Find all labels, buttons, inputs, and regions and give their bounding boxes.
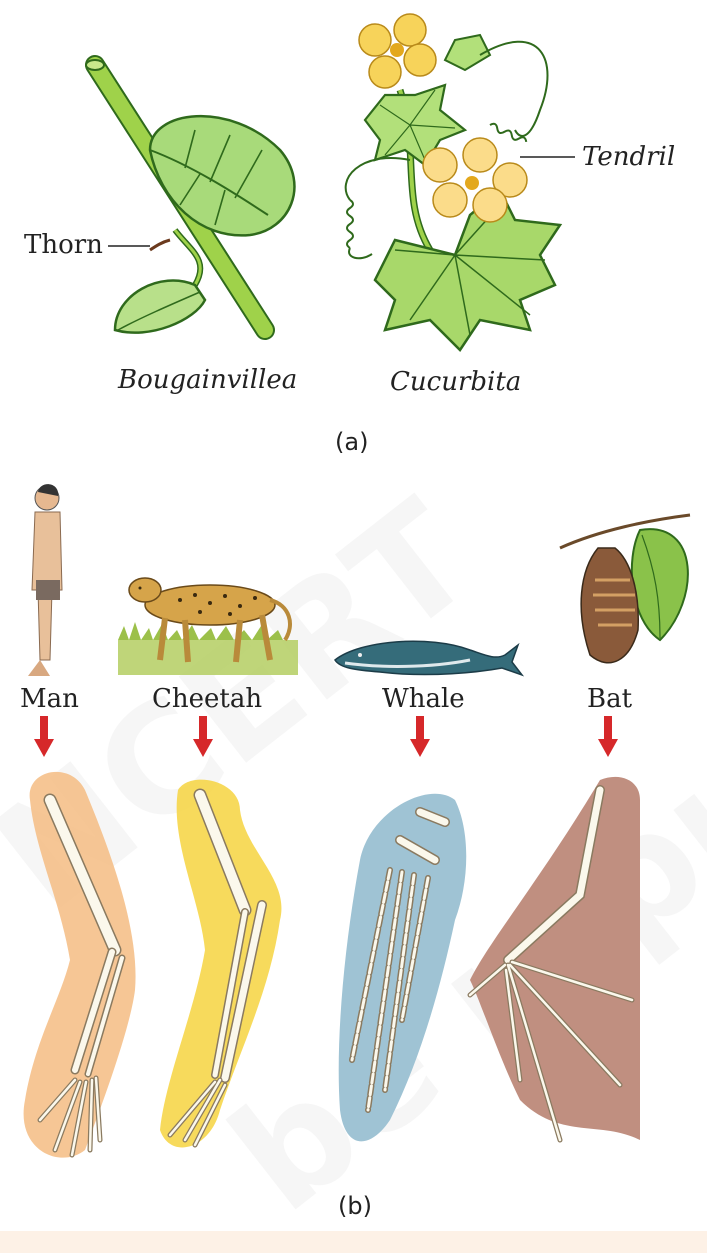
cheetah-forelimb-icon <box>160 779 282 1148</box>
whale-flipper-icon <box>338 793 467 1142</box>
panel-b-caption: (b) <box>338 1192 372 1220</box>
bat-icon <box>559 513 691 664</box>
animal-label-man: Man <box>20 684 79 714</box>
tendril-label: Tendril <box>582 142 676 172</box>
bat-wing-icon <box>467 776 640 1143</box>
bougainvillea-icon <box>85 55 296 340</box>
animal-label-bat: Bat <box>587 684 633 714</box>
thorn-label: Thorn <box>24 230 103 260</box>
cucurbita-label: Cucurbita <box>390 367 522 397</box>
whale-icon <box>334 640 525 677</box>
man-forelimb-icon <box>23 771 136 1158</box>
man-icon <box>28 484 63 676</box>
panel-a-illustration <box>85 13 575 352</box>
cucurbita-icon <box>344 13 563 352</box>
footer-bar <box>0 1231 707 1253</box>
animal-label-whale: Whale <box>382 684 465 714</box>
animal-label-cheetah: Cheetah <box>152 684 263 714</box>
arrow-down-icon <box>34 716 618 757</box>
panel-a-caption: (a) <box>335 428 369 456</box>
cheetah-icon <box>118 577 298 675</box>
bougainvillea-label: Bougainvillea <box>118 365 298 395</box>
